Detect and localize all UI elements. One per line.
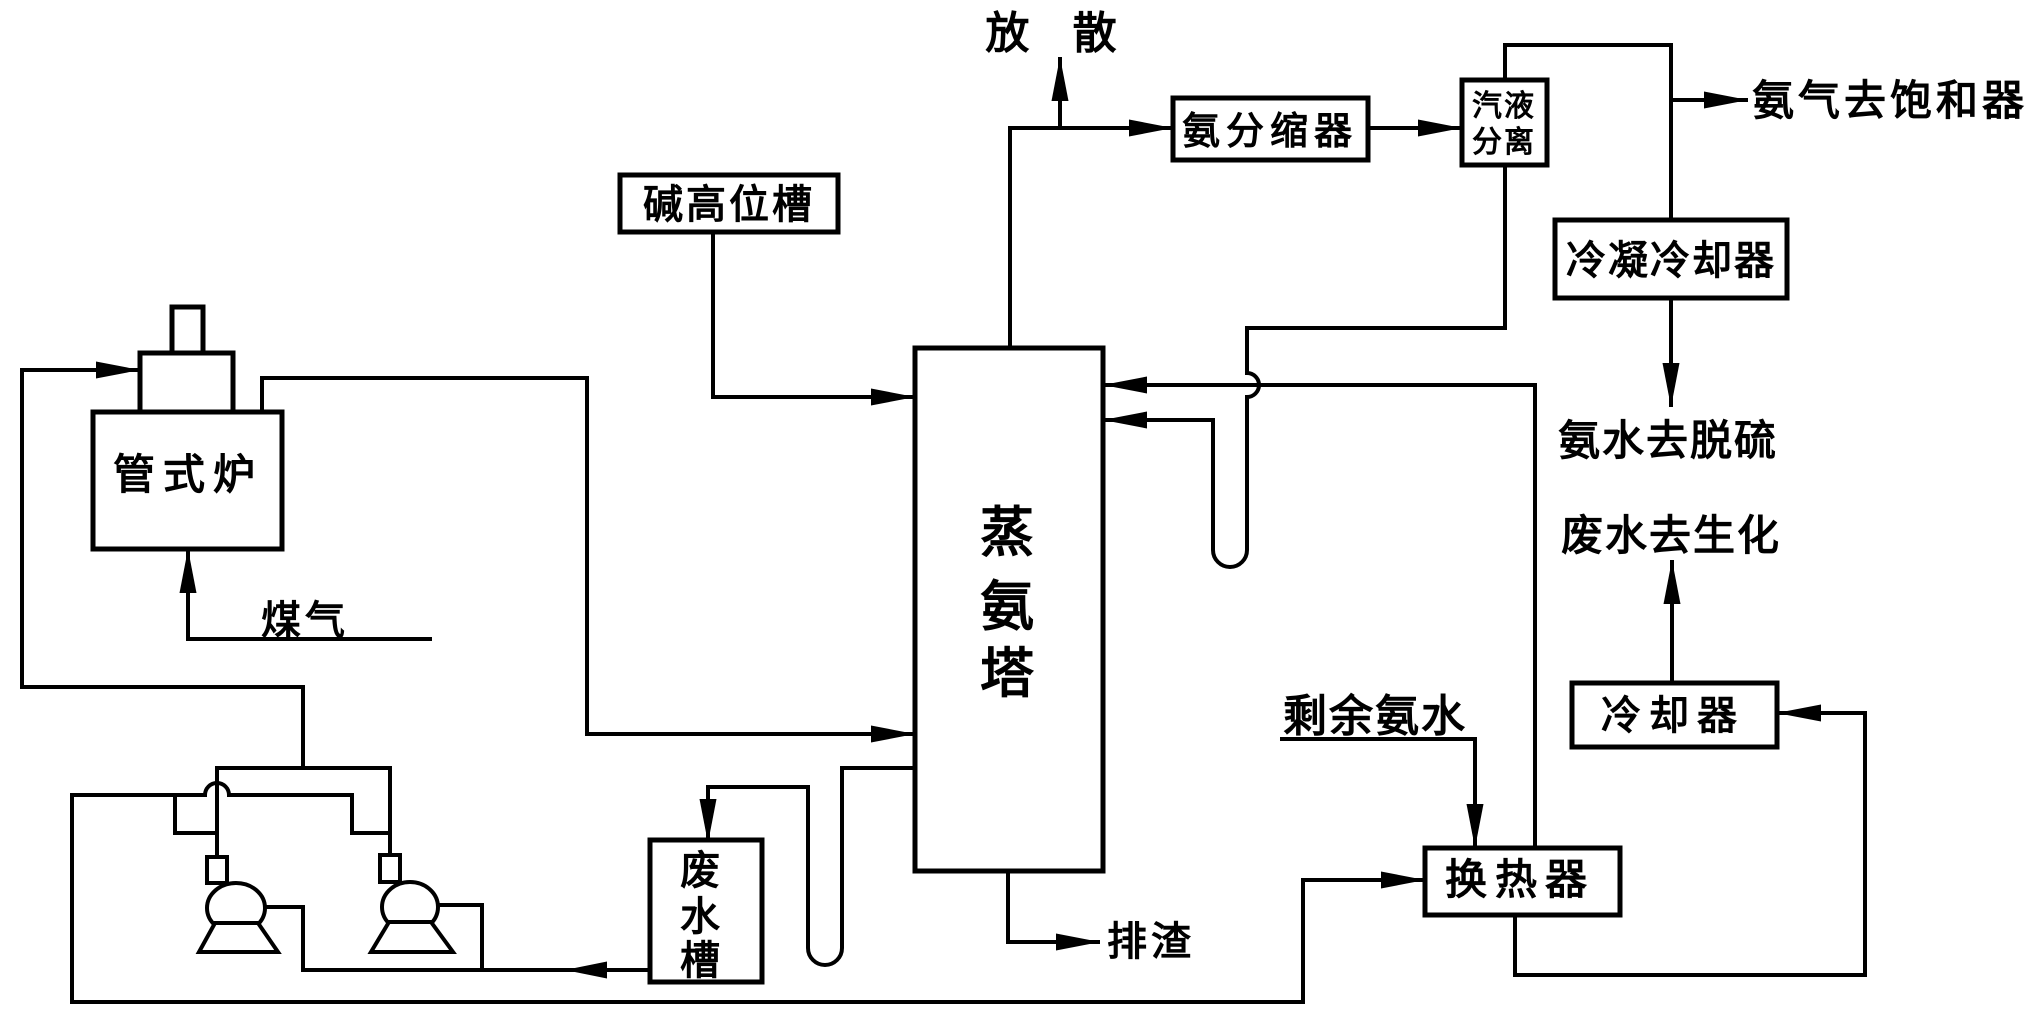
label-slag-discharge: 排渣 bbox=[1107, 919, 1195, 965]
pump-left-nozzle bbox=[205, 855, 229, 885]
label-ammonia-condenser: 氨分缩器 bbox=[1182, 109, 1358, 153]
label-cooler: 冷却器 bbox=[1601, 693, 1745, 739]
box-tube-furnace bbox=[90, 409, 285, 552]
pump-right bbox=[367, 853, 457, 954]
pipe-hx-to-cooler bbox=[1513, 704, 1867, 977]
pipes bbox=[20, 43, 1867, 1004]
label-separator-line1: 汽液 bbox=[1472, 89, 1536, 124]
box-ammonia-still-tower bbox=[912, 345, 1106, 874]
pipe-furnace-return bbox=[260, 376, 915, 743]
pipe-tower-to-tank bbox=[699, 766, 915, 967]
label-vent: 放 散 bbox=[985, 8, 1130, 59]
pipe-suction-right-pump bbox=[438, 903, 484, 970]
label-tower-char3: 塔 bbox=[980, 642, 1035, 705]
label-wastewater-to-biochemical: 废水去生化 bbox=[1561, 511, 1781, 560]
label-coal-gas: 煤气 bbox=[261, 598, 349, 644]
pump-left-base bbox=[195, 921, 282, 954]
labels: 放 散 氨分缩器 汽液 分离 氨气去饱和器 冷凝冷却器 氨水去脱硫 废水去生化 … bbox=[113, 8, 2028, 984]
box-condensing-cooler bbox=[1552, 217, 1790, 301]
box-alkali-head-tank bbox=[617, 172, 841, 235]
pipe-purge-to-hx bbox=[70, 781, 1425, 1004]
label-ammonia-gas-to-saturator: 氨气去饱和器 bbox=[1752, 76, 2028, 125]
label-surplus-ammonia-water: 剩余氨水 bbox=[1283, 691, 1467, 742]
pipe-alkali-to-tower bbox=[711, 232, 915, 406]
label-ammonia-water-to-desulfurization: 氨水去脱硫 bbox=[1558, 416, 1778, 465]
pump-left bbox=[195, 855, 282, 954]
label-tube-furnace: 管式炉 bbox=[113, 450, 263, 499]
label-condensing-cooler: 冷凝冷却器 bbox=[1566, 238, 1776, 284]
pipe-pump-manifold bbox=[215, 766, 392, 857]
pipe-slag bbox=[1006, 871, 1100, 951]
label-tower-char2: 氨 bbox=[980, 575, 1034, 638]
pipe-feed-riser bbox=[1103, 376, 1537, 848]
pipe-tower-overhead bbox=[1008, 119, 1173, 348]
box-heat-exchanger bbox=[1422, 845, 1623, 918]
suction-arrowhead bbox=[565, 961, 607, 979]
label-separator-line2: 分离 bbox=[1472, 125, 1536, 160]
box-cooler bbox=[1569, 680, 1780, 750]
pipe-separator-reflux bbox=[1103, 165, 1507, 569]
label-alkali-head-tank: 碱高位槽 bbox=[643, 182, 815, 228]
label-tower-char1: 蒸 bbox=[980, 501, 1034, 564]
pipe-suction-header bbox=[265, 905, 650, 972]
box-ammonia-condenser bbox=[1170, 95, 1371, 163]
box-vapor-liquid-separator bbox=[1459, 77, 1550, 168]
box-tube-furnace-chimney bbox=[169, 304, 206, 356]
pipe-coal-gas bbox=[179, 549, 432, 641]
pump-right-nozzle bbox=[378, 853, 402, 884]
label-waste-tank-char1: 废 bbox=[680, 848, 720, 894]
pipe-separator-to-condcooler bbox=[1503, 43, 1673, 220]
pipe-pump-to-furnace bbox=[20, 361, 305, 768]
box-tube-furnace-neck bbox=[137, 350, 236, 415]
label-heat-exchanger: 换热器 bbox=[1445, 855, 1595, 904]
label-waste-tank-char2: 水 bbox=[680, 894, 721, 940]
pump-right-base bbox=[367, 920, 457, 954]
label-waste-tank-char3: 槽 bbox=[680, 938, 720, 984]
equipment bbox=[90, 77, 1790, 985]
pipe-purge-jog bbox=[173, 795, 217, 835]
box-waste-water-tank bbox=[647, 837, 765, 985]
pipe-surplus-ammonia bbox=[1280, 737, 1484, 848]
